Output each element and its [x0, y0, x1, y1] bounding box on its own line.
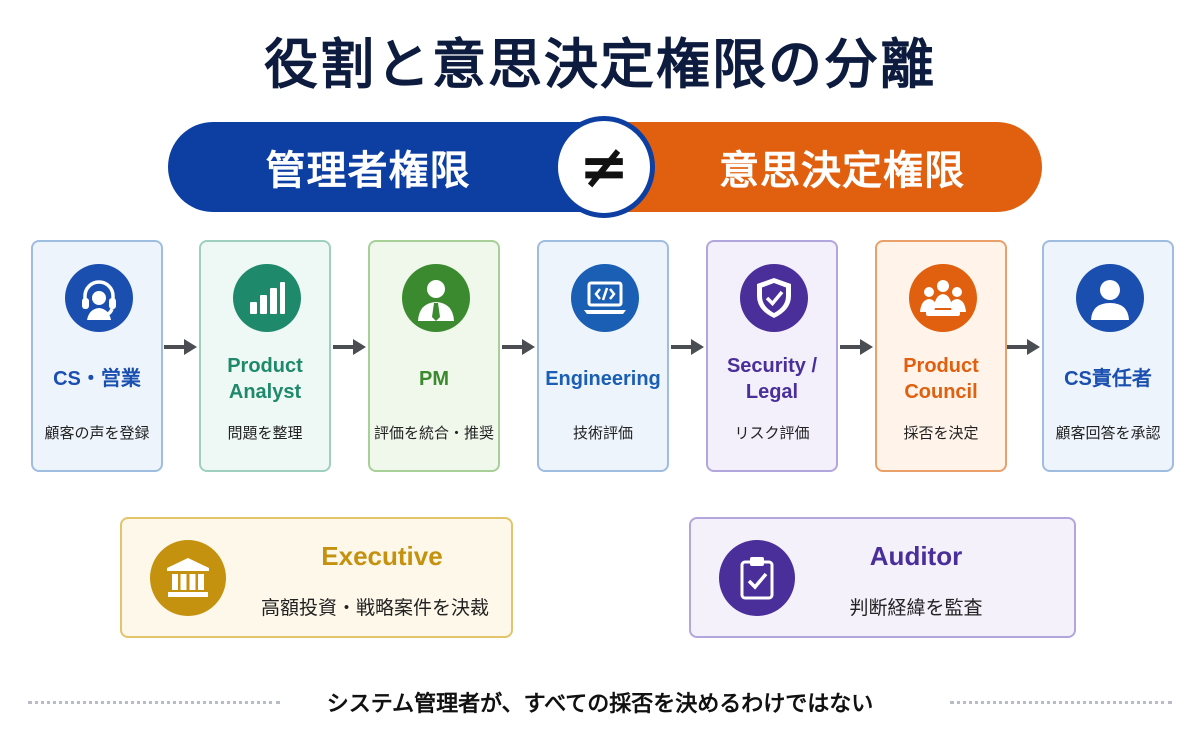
auditor-desc: 判断経緯を監査: [849, 597, 983, 619]
arrow-right-icon: [502, 339, 535, 355]
role-name: Product Council: [903, 355, 979, 403]
person-tie-icon: [402, 264, 470, 332]
role-desc: 問題を整理: [227, 424, 303, 442]
footer-divider-left: [28, 701, 280, 704]
role-card-engineering: Engineering 技術評価: [537, 240, 669, 472]
not-equal-icon: ≠: [553, 116, 655, 218]
page-title: 役割と意思決定権限の分離: [264, 33, 936, 96]
role-name: PM: [419, 368, 449, 390]
role-card-product-analyst: Product Analyst 問題を整理: [199, 240, 331, 472]
executive-desc: 高額投資・戦略案件を決裁: [260, 597, 489, 619]
arrow-right-icon: [840, 339, 873, 355]
authority-banner: 管理者権限 意思決定権限 ≠: [168, 116, 1042, 218]
role-desc: 評価を統合・推奨: [373, 424, 494, 442]
role-name: Engineering: [545, 368, 661, 390]
role-card-cs-lead: CS責任者 顧客回答を承認: [1042, 240, 1174, 472]
arrow-right-icon: [333, 339, 366, 355]
role-card-pm: PM 評価を統合・推奨: [368, 240, 500, 472]
arrow-right-icon: [1007, 339, 1040, 355]
auditor-name: Auditor: [869, 541, 963, 571]
headset-icon: [65, 264, 133, 332]
role-card-security-legal: Security / Legal リスク評価: [706, 240, 838, 472]
role-desc: リスク評価: [734, 424, 810, 442]
role-card-cs-sales: CS・営業 顧客の声を登録: [31, 240, 163, 472]
admin-authority-label: 管理者権限: [265, 148, 471, 194]
role-name: Product Analyst: [227, 355, 303, 403]
laptop-code-icon: [571, 264, 639, 332]
footer-note: システム管理者が、すべての採否を決めるわけではない: [326, 692, 874, 717]
role-desc: 技術評価: [572, 424, 633, 442]
role-name: CS・営業: [53, 368, 141, 390]
arrow-right-icon: [164, 339, 197, 355]
role-desc: 採否を決定: [903, 424, 979, 442]
arrow-right-icon: [671, 339, 704, 355]
executive-box: Executive 高額投資・戦略案件を決裁: [120, 517, 513, 638]
footer-divider-right: [950, 701, 1172, 704]
role-card-product-council: Product Council 採否を決定: [875, 240, 1007, 472]
admin-authority-pill: 管理者権限: [168, 122, 628, 212]
clipboard-check-icon: [719, 540, 795, 616]
bank-icon: [150, 540, 226, 616]
role-name: CS責任者: [1064, 368, 1152, 390]
auditor-box: Auditor 判断経緯を監査: [689, 517, 1076, 638]
role-name: Security / Legal: [726, 355, 818, 403]
bar-chart-icon: [233, 264, 301, 332]
shield-check-icon: [740, 264, 808, 332]
role-desc: 顧客の声を登録: [44, 424, 150, 442]
decision-authority-pill: 意思決定権限: [582, 122, 1042, 212]
user-icon: [1076, 264, 1144, 332]
role-desc: 顧客回答を承認: [1055, 424, 1161, 442]
executive-name: Executive: [321, 541, 443, 571]
decision-authority-label: 意思決定権限: [719, 148, 965, 194]
group-icon: [909, 264, 977, 332]
